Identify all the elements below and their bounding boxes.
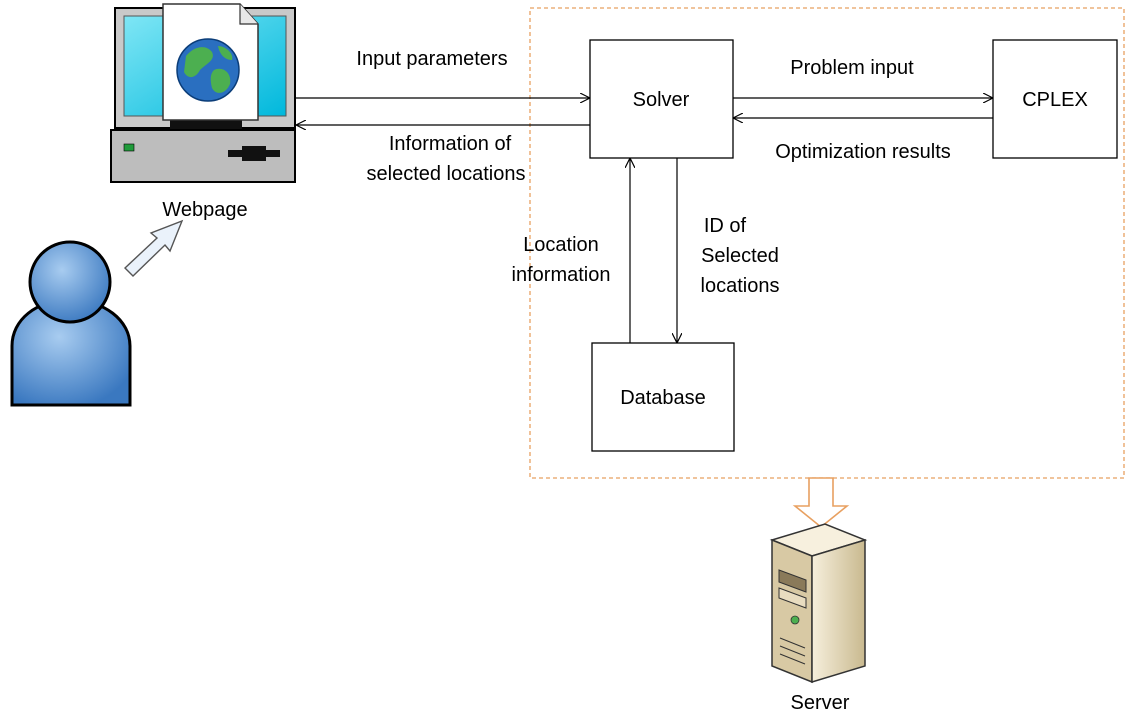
- cplex-box: CPLEX: [992, 39, 1118, 159]
- server-icon: [769, 523, 868, 684]
- pointer-arrow-icon: [123, 219, 184, 277]
- user-icon: [10, 240, 132, 407]
- label-selected-locations: selected locations: [367, 163, 526, 185]
- down-arrow-icon: [792, 477, 850, 529]
- label-locations: locations: [701, 275, 780, 297]
- webpage-label: Webpage: [162, 199, 247, 221]
- database-box: Database: [591, 342, 735, 452]
- database-label: Database: [620, 387, 706, 409]
- label-id-of: ID of: [704, 215, 747, 237]
- cplex-label: CPLEX: [1022, 89, 1088, 111]
- solver-box: Solver: [589, 39, 734, 159]
- label-problem-input: Problem input: [790, 57, 914, 79]
- label-information: information: [512, 264, 611, 286]
- label-information-of: Information of: [389, 133, 512, 155]
- globe-icon: [176, 38, 240, 102]
- label-optimization-results: Optimization results: [775, 141, 951, 163]
- label-selected: Selected: [701, 245, 779, 267]
- server-label: Server: [791, 692, 850, 714]
- label-location: Location: [523, 234, 599, 256]
- label-input-parameters: Input parameters: [356, 48, 507, 70]
- solver-label: Solver: [633, 89, 690, 111]
